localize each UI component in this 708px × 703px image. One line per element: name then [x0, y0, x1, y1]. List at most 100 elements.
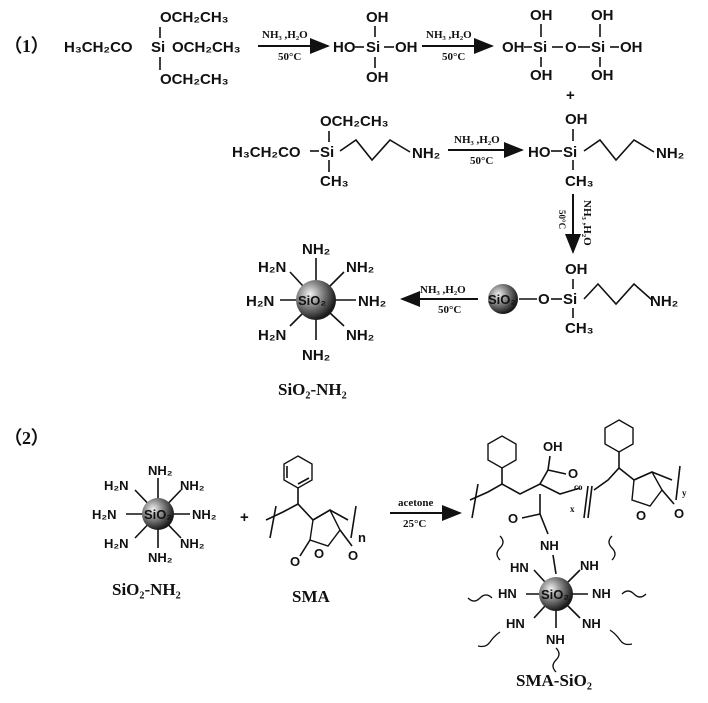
product-x: x	[570, 504, 575, 514]
hydrolyzed-oh: OH	[565, 111, 588, 128]
arrow-4: NH₃ ,H₂O 50°C	[557, 194, 593, 252]
particle2-h2n-sw: H₂N	[104, 536, 129, 551]
product-acid-co	[548, 470, 566, 474]
aminosilane-top: OCH₂CH₃	[320, 113, 389, 130]
arrow-5-bottom: 50°C	[438, 304, 461, 316]
particle2-nh2-se: NH₂	[180, 536, 205, 551]
hydrolyzed-si: Si	[563, 144, 577, 161]
hydrolyzed-nh2: NH₂	[656, 145, 684, 162]
grafted-oh: OH	[565, 261, 588, 278]
sma-label: SMA	[292, 587, 331, 606]
product-backbone-1	[470, 484, 580, 500]
product-wavy-2	[468, 595, 492, 601]
particle1-nh2-s: NH₂	[302, 347, 330, 364]
product-phenyl-ring-1	[488, 436, 516, 468]
product-core: SiO₂	[541, 587, 569, 602]
product-oh: OH	[543, 439, 563, 454]
amino-silica-particle-2: SiO₂ NH₂ NH₂ H₂N NH₂ H₂N NH₂ H₂N NH₂	[92, 463, 217, 565]
teos-right-group: OCH₂CH₃	[172, 39, 241, 56]
sma-bracket-left	[270, 506, 276, 538]
sma-n: n	[358, 530, 366, 545]
silanol-dimer: OH OH OH Si O Si OH OH OH	[502, 7, 643, 84]
product-anhydride-carbonyl	[662, 490, 674, 504]
particle2-nh2-ne: NH₂	[180, 478, 205, 493]
sma-backbone	[266, 504, 348, 520]
product-label: SMA-SiO₂	[516, 671, 592, 690]
teos-top-group: OCH₂CH₃	[160, 9, 229, 26]
product-co: co	[574, 482, 583, 492]
product-bracket-mid-2	[588, 486, 592, 518]
product-nh-ne: NH	[580, 558, 599, 573]
plus-sign-1: +	[566, 87, 575, 104]
grafted-nh2: NH₂	[650, 293, 678, 310]
sma-sio2-product: OH O co x y O O O NH SiO₂ HN HN HN NH NH…	[468, 420, 687, 672]
product-hn-3: HN	[506, 616, 525, 631]
plus-sign-2: +	[240, 509, 249, 526]
product-anhydride-ring	[632, 472, 662, 506]
aminosilane-chain	[340, 140, 410, 160]
arrow-step-2-bottom: 25°C	[403, 518, 426, 530]
particle1-nh2-ne: NH₂	[346, 259, 374, 276]
particle1-h2n-sw: H₂N	[258, 327, 286, 344]
product-acid-bond	[548, 456, 550, 470]
silanol-si: Si	[366, 39, 380, 56]
arrow-4-top: NH₃ ,H₂O	[581, 200, 593, 246]
silanol-right: OH	[395, 39, 418, 56]
sma-ring-o: O	[314, 546, 324, 561]
product-wavy-3	[478, 632, 500, 647]
sma-carbonyl-1	[300, 540, 310, 556]
dimer-oh-3: OH	[530, 67, 553, 84]
arrow-step-2: acetone 25°C	[390, 497, 460, 530]
product-o-3: O	[674, 506, 684, 521]
product-amide-o: O	[508, 511, 518, 526]
arrow-1-bottom: 50°C	[278, 51, 301, 63]
particle1-nh2-e: NH₂	[358, 293, 386, 310]
arrow-5-top: NH₃ ,H₂O	[420, 284, 466, 296]
teos-bottom-group: OCH₂CH₃	[160, 71, 229, 88]
grafted-o: O	[538, 291, 550, 308]
dimer-si-2: Si	[591, 39, 605, 56]
dimer-oh-2: OH	[591, 7, 614, 24]
grafted-ch3: CH₃	[565, 320, 594, 337]
sma-carbonyl-2	[340, 530, 352, 546]
product-amide-co	[522, 514, 540, 518]
arrow-2: NH₃ ,H₂O 50°C	[422, 29, 492, 63]
particle2-h2n-nw: H₂N	[104, 478, 129, 493]
aminosilane-si: Si	[320, 144, 334, 161]
product-hn-2: HN	[498, 586, 517, 601]
grafted-si: Si	[563, 291, 577, 308]
step-2-particle-label: SiO₂-NH₂	[112, 580, 181, 599]
particle2-nh2-e: NH₂	[192, 507, 217, 522]
silanol-molecule: OH HO Si OH OH	[333, 9, 418, 86]
aminosilane-nh2: NH₂	[412, 145, 440, 162]
dimer-oh-4: OH	[591, 67, 614, 84]
teos-left-group: H₃CH₂CO	[64, 39, 133, 56]
grafted-silica: OH SiO₂ O Si CH₃ NH₂	[488, 261, 678, 337]
teos-molecule: OCH₂CH₃ H₃CH₂CO Si OCH₂CH₃ OCH₂CH₃	[64, 9, 241, 88]
amino-silica-particle-1: SiO₂ NH₂ NH₂ H₂N NH₂ H₂N NH₂ H₂N NH₂	[246, 241, 386, 364]
product-y: y	[682, 488, 687, 498]
product-bracket-right	[676, 466, 680, 500]
hydrolyzed-chain	[584, 140, 654, 160]
product-phenyl-ring-2	[605, 420, 633, 452]
silanol-bottom: OH	[366, 69, 389, 86]
arrow-1-top: NH₃ ,H₂O	[262, 29, 308, 41]
sma-structure: O O O n	[266, 456, 366, 569]
dimer-right: OH	[620, 39, 643, 56]
arrow-3-bottom: 50°C	[470, 155, 493, 167]
dimer-si-1: Si	[533, 39, 547, 56]
dimer-oh-1: OH	[530, 7, 553, 24]
particle2-nh2-n: NH₂	[148, 463, 173, 478]
sma-bracket-right	[351, 506, 356, 538]
arrow-2-top: NH₃ ,H₂O	[426, 29, 472, 41]
sma-carbonyl-o-1: O	[290, 554, 300, 569]
arrow-4-bottom: 50°C	[557, 210, 567, 229]
arrow-5: NH₃ ,H₂O 50°C	[402, 284, 478, 316]
sma-anhydride-ring	[310, 510, 340, 546]
silanol-left: HO	[333, 39, 356, 56]
product-nh-bond	[553, 555, 556, 574]
particle1-nh2-n: NH₂	[302, 241, 330, 258]
dimer-o: O	[565, 39, 577, 56]
teos-si: Si	[151, 39, 165, 56]
